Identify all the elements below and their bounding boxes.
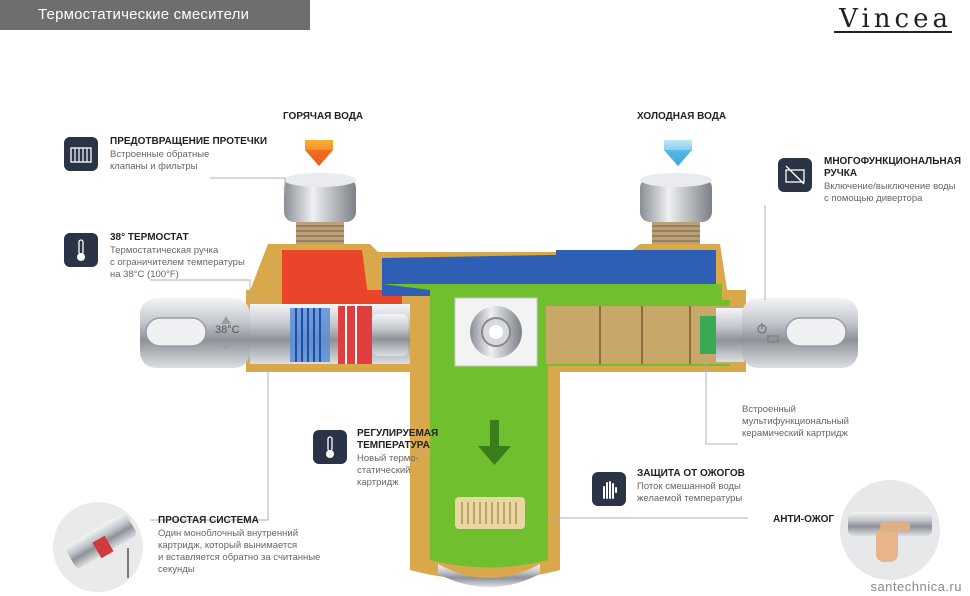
handle-desc-1: Включение/выключение воды [824,181,956,192]
brand-underline [834,31,952,33]
thermostat-desc-3: на 38°C (100°F) [110,269,179,280]
leader-lines [150,177,766,521]
thermostat-desc-2: с ограничителем температуры [110,257,245,268]
right-diverter-knob [742,298,858,368]
flow-down-arrow-icon [478,420,511,465]
adjustable-desc-2: статический [357,465,411,476]
simple-system-desc-4: секунды [158,564,195,575]
anti-burn-title: АНТИ-ОЖОГ [773,514,835,525]
brand-logo: Vincea [839,4,952,34]
leak-prevention-desc-1: Встроенные обратные [110,149,210,160]
handle-title-1: МНОГОФУНКЦИОНАЛЬНАЯ [824,156,962,167]
cartridge-desc-2: мультифункциональный [742,416,849,427]
header-bar [0,0,310,30]
handle-title-2: РУЧКА [824,168,858,179]
cartridge-desc-3: керамический картридж [742,428,848,439]
hand-icon [592,472,626,506]
thermostatic-cartridge [250,304,410,364]
leak-prevention-icon [64,137,98,171]
hot-water-label: ГОРЯЧАЯ ВОДА [283,111,364,122]
diverter-fitting [454,297,538,367]
adjustable-desc-3: картридж [357,477,399,488]
left-thermostat-knob [140,298,250,368]
burn-protection-title: ЗАЩИТА ОТ ОЖОГОВ [637,468,745,479]
cartridge-desc-1: Встроенный [742,404,796,415]
simple-system-desc-3: и вставляется обратно за считанные [158,552,321,563]
simple-system-desc-1: Один моноблочный внутренний [158,528,299,539]
adjustable-title-2: ТЕМПЕРАТУРА [357,440,430,451]
hot-arrow-icon [305,140,333,166]
leak-prevention-title: ПРЕДОТВРАЩЕНИЕ ПРОТЕЧКИ [110,136,268,147]
ceramic-cartridge [546,306,744,364]
simple-system-image [53,502,143,592]
anti-burn-image [840,480,940,580]
cold-inlet-fitting [640,173,712,244]
simple-system-desc-2: картридж, который вынимается [158,540,298,551]
thermometer-icon [64,233,98,267]
watermark: santechnica.ru [870,579,962,594]
knob-temp-label: 38°C [215,324,240,336]
hot-channel [282,250,368,296]
burn-protection-desc-2: желаемой температуры [637,493,743,504]
thermostat-desc-1: Термостатическая ручка [110,245,219,256]
handle-icon [778,158,812,192]
simple-system-title: ПРОСТАЯ СИСТЕМА [158,515,259,526]
thermostat-title: 38° ТЕРМОСТАТ [110,232,189,243]
burn-protection-desc-1: Поток смешанной воды [637,481,741,492]
adjustable-desc-1: Новый термо- [357,453,419,464]
leak-prevention-desc-2: клапаны и фильтры [110,161,198,172]
cold-water-label: ХОЛОДНАЯ ВОДА [637,111,727,122]
adjustable-title-1: РЕГУЛИРУЕМАЯ [357,428,439,439]
handle-desc-2: с помощью дивертора [824,193,923,204]
hot-inlet-fitting [284,173,356,244]
cold-arrow-icon [664,140,692,166]
page-title: Термостатические смесители [38,6,250,23]
adjustable-thermometer-icon [313,430,347,464]
aerator [455,497,525,529]
